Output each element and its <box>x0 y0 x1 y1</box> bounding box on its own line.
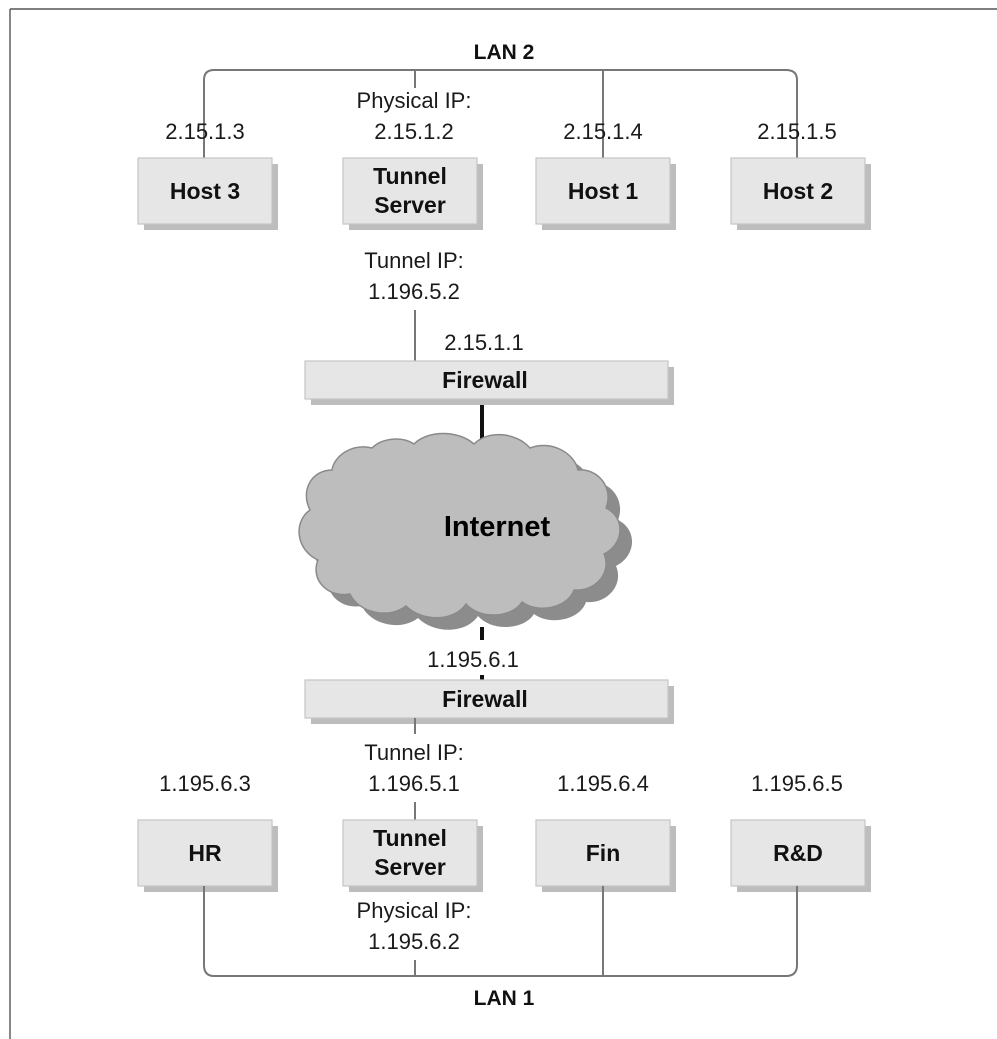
lan2-tunnel-server-label-line2: Server <box>374 192 446 218</box>
internet-cloud: Internet <box>298 432 633 630</box>
lan1-firewall-label: Firewall <box>442 686 528 712</box>
lan2-firewall-label: Firewall <box>442 367 528 393</box>
lan1-tunnel-ip-label: Tunnel IP: <box>364 740 463 765</box>
lan1-tunnel-physical-ip: 1.195.6.2 <box>368 929 460 954</box>
rnd-label: R&D <box>773 840 823 866</box>
internet-label: Internet <box>444 511 551 543</box>
host2-node: Host 2 <box>730 157 871 230</box>
lan1-tunnel-server-label-line1: Tunnel <box>373 825 447 851</box>
hr-node: HR <box>137 819 278 892</box>
lan2-tunnel-ip-label: Tunnel IP: <box>364 248 463 273</box>
lan2-tunnel-server-node: Tunnel Server <box>342 157 483 230</box>
host3-node: Host 3 <box>137 157 278 230</box>
host1-label: Host 1 <box>568 178 639 204</box>
lan1-firewall-node: Firewall <box>304 679 674 724</box>
lan2-tunnel-server-label-line1: Tunnel <box>373 163 447 189</box>
lan1-tunnel-server-label-line2: Server <box>374 854 446 880</box>
lan2-tunnel-physical-ip-label: Physical IP: <box>357 88 472 113</box>
host2-label: Host 2 <box>763 178 833 204</box>
host3-label: Host 3 <box>170 178 240 204</box>
lan2-bus-line <box>203 69 798 158</box>
rnd-ip: 1.195.6.5 <box>751 771 843 796</box>
hr-ip: 1.195.6.3 <box>159 771 251 796</box>
host3-ip: 2.15.1.3 <box>165 119 245 144</box>
lan2-tunnel-ip: 1.196.5.2 <box>368 279 460 304</box>
host1-node: Host 1 <box>535 157 676 230</box>
host2-ip: 2.15.1.5 <box>757 119 837 144</box>
lan2-firewall-node: Firewall <box>304 360 674 405</box>
lan1-tunnel-server-node: Tunnel Server <box>342 819 483 892</box>
lan1-firewall-ip: 1.195.6.1 <box>427 647 519 672</box>
rnd-node: R&D <box>730 819 871 892</box>
fin-node: Fin <box>535 819 676 892</box>
hr-label: HR <box>188 840 222 866</box>
lan2-tunnel-physical-ip: 2.15.1.2 <box>374 119 454 144</box>
lan2-label: LAN 2 <box>474 41 535 64</box>
lan1-tunnel-ip: 1.196.5.1 <box>368 771 460 796</box>
lan2-firewall-ip: 2.15.1.1 <box>444 330 524 355</box>
lan1-tunnel-physical-ip-label: Physical IP: <box>357 898 472 923</box>
host1-ip: 2.15.1.4 <box>563 119 643 144</box>
lan1-label: LAN 1 <box>474 987 535 1010</box>
lan1-bus-line <box>203 886 798 977</box>
fin-ip: 1.195.6.4 <box>557 771 649 796</box>
fin-label: Fin <box>586 840 621 866</box>
